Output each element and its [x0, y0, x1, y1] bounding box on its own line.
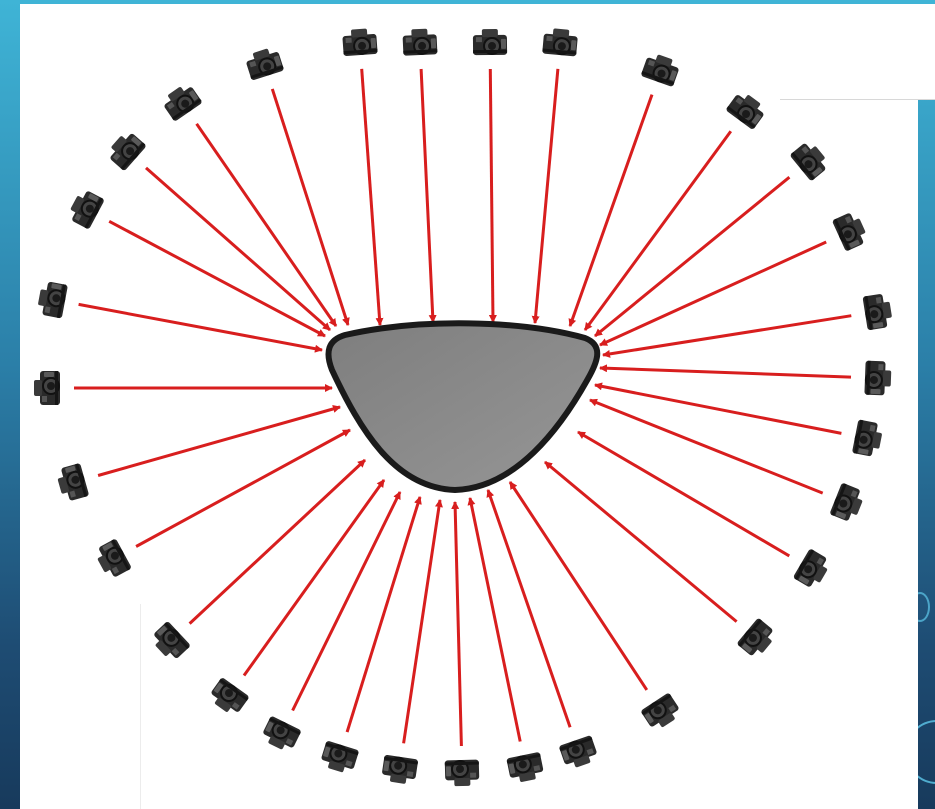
camera-icon [149, 621, 191, 664]
camera-icon [160, 81, 203, 122]
camera-icon [542, 28, 578, 57]
arrow-18 [470, 498, 520, 742]
camera-icon [381, 755, 418, 786]
arrow-2 [362, 69, 380, 325]
camera-icon [55, 463, 89, 503]
camera-icon [793, 548, 833, 590]
camera-icon [832, 210, 870, 252]
arrow-14 [578, 432, 789, 556]
camera-icon [790, 139, 832, 182]
object-shape [328, 323, 597, 490]
arrow-10 [603, 316, 851, 355]
arrow-13 [590, 400, 823, 493]
camera-icon [862, 293, 893, 331]
camera-icon [506, 752, 545, 784]
arrow-8 [595, 177, 789, 336]
camera-icon [445, 760, 480, 787]
arrow-17 [488, 490, 570, 727]
camera-icon [207, 677, 250, 718]
camera-icon [319, 740, 359, 775]
camera-icon [260, 716, 302, 754]
arrow-11 [600, 368, 851, 377]
camera-icon [864, 361, 891, 396]
arrow-7 [585, 131, 731, 330]
camera-icon [402, 28, 437, 56]
arrow-22 [293, 492, 400, 711]
camera-icon [342, 28, 378, 56]
arrow-26 [98, 407, 340, 476]
camera-icon [641, 51, 682, 87]
arrow-29 [109, 221, 325, 336]
arrow-12 [595, 385, 841, 433]
camera-icon [34, 371, 60, 405]
camera-icon [559, 735, 600, 771]
camera-icon [725, 89, 768, 130]
arrow-4 [490, 69, 493, 322]
camera-icon [852, 419, 884, 457]
camera-icon [36, 280, 68, 318]
arrow-3 [421, 69, 433, 322]
camera-icon [640, 692, 683, 732]
arrow-19 [455, 502, 461, 746]
camera-icon [105, 129, 147, 172]
arrow-16 [510, 482, 647, 690]
arrow-30 [146, 168, 330, 330]
camera-icon [244, 46, 284, 81]
arrow-9 [600, 242, 826, 345]
camera-icon [473, 29, 507, 55]
arrow-6 [570, 95, 652, 326]
arrow-28 [79, 304, 322, 350]
camera-icon [93, 538, 132, 580]
camera-icon [736, 618, 778, 661]
arrow-15 [545, 462, 737, 622]
arrow-5 [535, 69, 558, 323]
camera-icon [66, 187, 105, 229]
camera-icon [829, 483, 866, 524]
arrow-25 [136, 430, 350, 547]
